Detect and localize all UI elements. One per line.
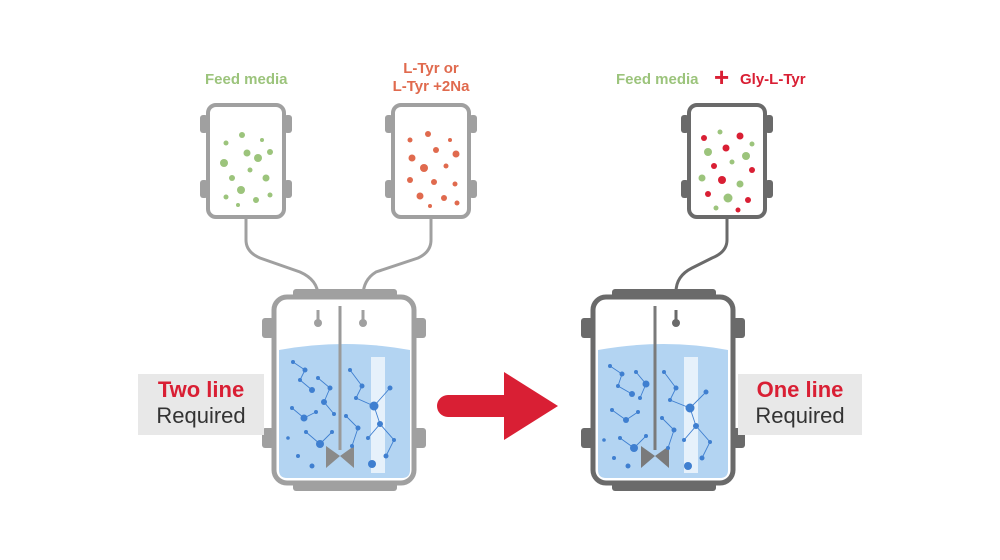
left-callout-subtext: Required: [156, 403, 246, 428]
right-bioreactor: [581, 289, 745, 491]
left-tyr-container: [385, 103, 477, 219]
left-callout: Two line Required: [138, 374, 264, 435]
plus-icon: +: [714, 62, 730, 92]
right-callout-heading: One line: [756, 377, 844, 402]
orange-dots: [407, 131, 460, 208]
green-dots: [220, 132, 273, 207]
right-callout-subtext: Required: [755, 403, 845, 428]
left-tyr-label-line1: L-Tyr or: [403, 60, 459, 77]
left-feed-media-container: [200, 103, 292, 219]
right-combined-container: [681, 103, 773, 219]
left-feed-media-label: Feed media: [205, 71, 288, 88]
left-bioreactor: [262, 289, 426, 491]
right-gly-tyr-label: Gly-L-Tyr: [740, 71, 806, 88]
right-callout: One line Required: [738, 374, 862, 435]
process-arrow: [437, 372, 558, 440]
right-feed-media-label: Feed media: [616, 71, 699, 88]
left-tyr-label-line2: L-Tyr +2Na: [392, 78, 470, 95]
right-molecules: [602, 364, 712, 470]
right-feed-line: [674, 217, 729, 322]
mixed-dots: [698, 129, 755, 213]
left-tyr-label: L-Tyr or L-Tyr +2Na: [380, 60, 482, 96]
left-molecules: [286, 360, 396, 469]
left-callout-heading: Two line: [157, 377, 245, 402]
